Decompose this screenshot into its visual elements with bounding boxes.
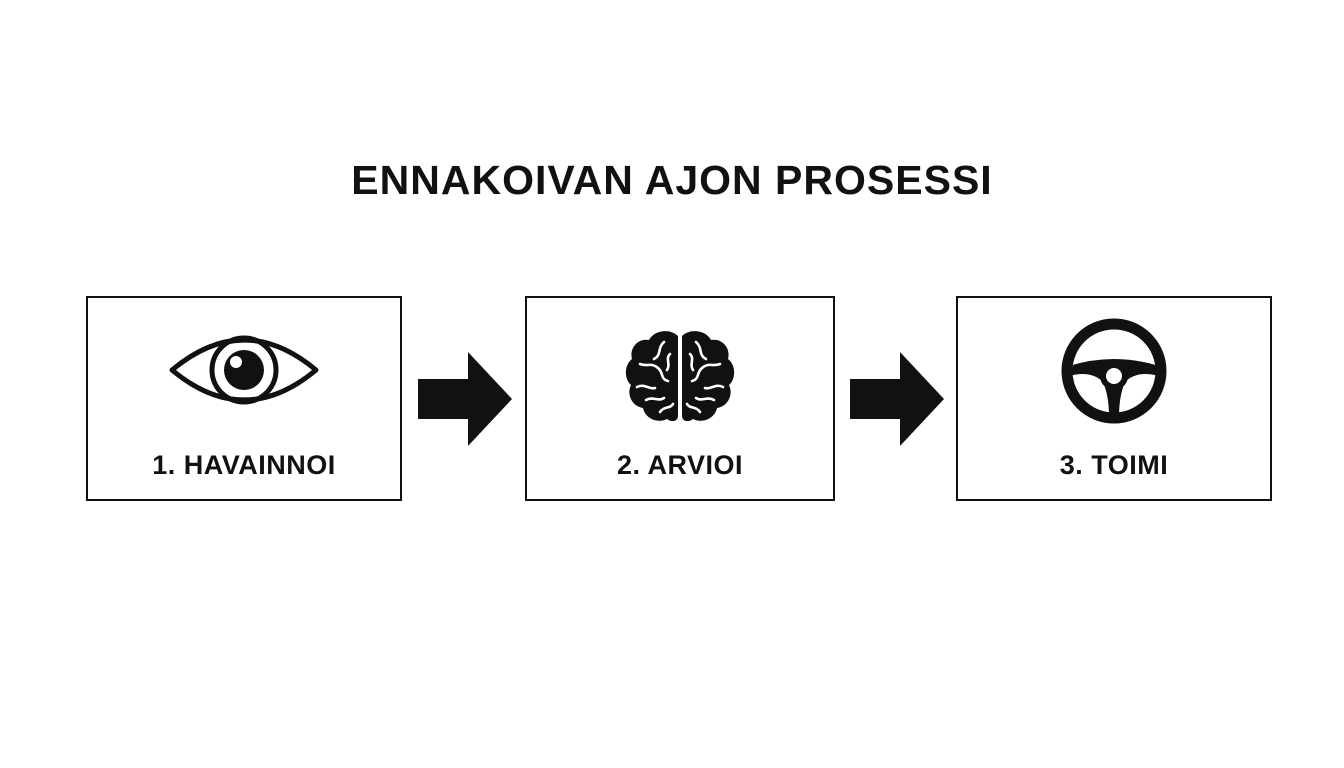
steering-wheel-icon: [1061, 318, 1167, 424]
step-box-act: 3. TOIMI: [956, 296, 1272, 501]
step-box-observe: 1. HAVAINNOI: [86, 296, 402, 501]
eye-icon: [169, 335, 319, 405]
arrow-right-icon: [850, 352, 944, 446]
step-box-evaluate: 2. ARVIOI: [525, 296, 835, 501]
arrow-right-icon: [418, 352, 512, 446]
brain-icon: [625, 331, 735, 422]
diagram-title: ENNAKOIVAN AJON PROSESSI: [351, 157, 993, 203]
step-label-act: 3. TOIMI: [1059, 450, 1169, 480]
step-label-observe: 1. HAVAINNOI: [152, 450, 336, 480]
step-label-evaluate: 2. ARVIOI: [616, 450, 744, 480]
